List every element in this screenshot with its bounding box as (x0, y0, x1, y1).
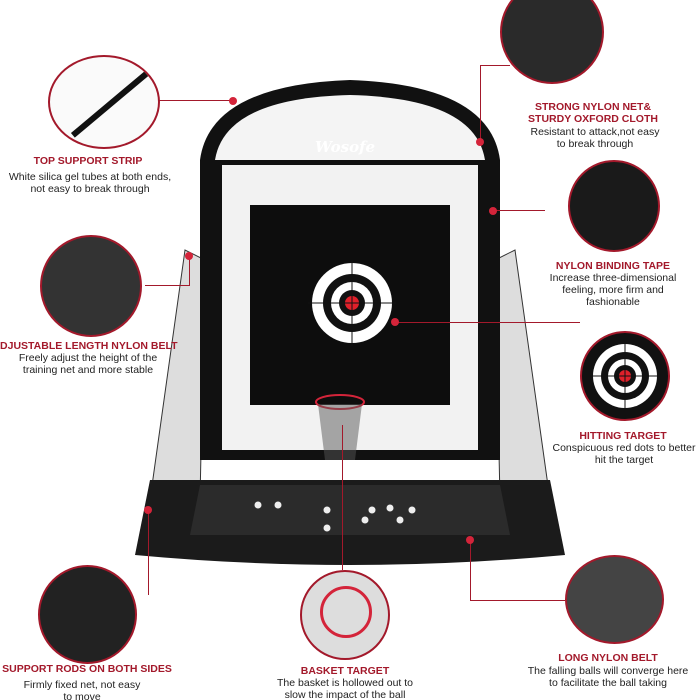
oxford-cloth-detail-image (500, 0, 604, 84)
feature-title: BASKET TARGET (300, 665, 390, 677)
nylon-belt-detail-image (40, 235, 142, 337)
feature-title: STRONG NYLON NET&STURDY OXFORD CLOTH (528, 101, 658, 125)
brand-logo: Wosofe (315, 138, 376, 156)
basket-detail-image (300, 570, 390, 660)
support-rods-detail-image (38, 565, 137, 664)
feature-title: HITTING TARGET (579, 430, 667, 442)
top-strip-detail-image (48, 55, 160, 149)
feature-title: LONG NYLON BELT (558, 652, 658, 664)
hitting-target-detail-image (580, 331, 670, 421)
feature-title: ADJUSTABLE LENGTH NYLON BELT (0, 340, 178, 352)
feature-title: NYLON BINDING TAPE (555, 260, 671, 272)
feature-desc: White silica gel tubes at both ends,not … (8, 171, 172, 195)
long-belt-detail-image (565, 555, 664, 644)
feature-title: TOP SUPPORT STRIP (33, 155, 143, 167)
top-net-panel (215, 95, 485, 160)
feature-title: SUPPORT RODS ON BOTH SIDES (2, 663, 172, 675)
binding-tape-detail-image (568, 160, 660, 252)
